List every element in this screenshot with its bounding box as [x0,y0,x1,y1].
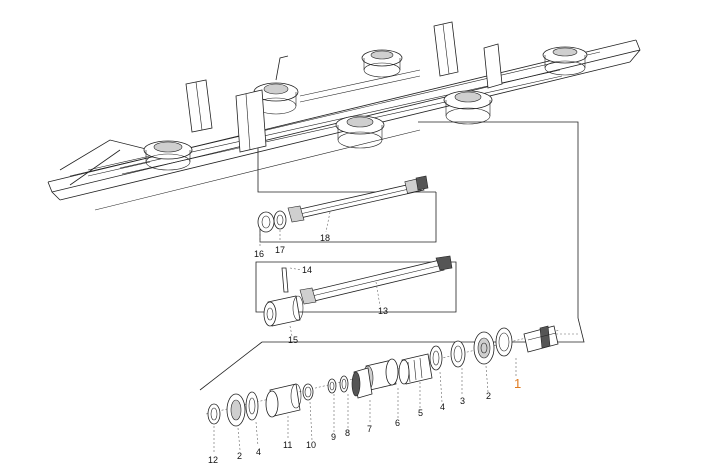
callout-5: 5 [418,408,423,418]
machine-frame-assembly [47,21,641,211]
callout-labels: 1 2 3 4 5 6 7 8 9 10 11 4 2 12 13 14 15 … [208,233,521,465]
part-4-washer-left [245,391,259,421]
callout-7: 7 [367,424,372,434]
callout-14: 14 [302,265,312,275]
part-8-snap-ring [339,375,349,393]
callout-9: 9 [331,432,336,442]
part-13-shaft [299,255,453,305]
part-2-bearing-right [473,331,495,365]
callout-1: 1 [514,376,521,391]
part-5-spline-sleeve [398,353,433,385]
callout-8: 8 [345,428,350,438]
part-18-shaft [287,175,429,223]
rotor-hub-3 [335,115,385,149]
callout-17: 17 [275,245,285,255]
callout-13: 13 [378,306,388,316]
callout-10: 10 [306,440,316,450]
frame-tower-center [433,21,459,77]
part-12-end-ring [207,403,221,425]
part-15-coupling [263,295,304,327]
callout-2-left: 2 [237,451,242,461]
rotor-hub-5 [443,90,493,125]
part-7-hub [351,367,373,399]
part-2-bearing-left [226,393,246,427]
drive-bracket [235,89,267,153]
rotor-hub-1 [143,140,193,171]
part-1-drive-end [523,325,559,353]
part-10-ring [302,383,314,401]
callout-15: 15 [288,335,298,345]
part-17-bushing [273,210,287,230]
shaft-group-upper [257,175,429,246]
part-11-housing [265,383,302,418]
frame-tower-left [185,79,213,133]
frame-tower-right [483,43,503,89]
callout-4-right: 4 [440,402,445,412]
part-16-ring [257,211,275,233]
callout-6: 6 [395,418,400,428]
callout-3: 3 [460,396,465,406]
callout-16: 16 [254,249,264,259]
part-2-ring-right [495,327,513,357]
part-4-washer-right [429,345,443,371]
exploded-bearing-row [205,325,561,454]
callout-12: 12 [208,455,218,465]
callout-4-left: 4 [256,447,261,457]
callout-11: 11 [283,440,292,450]
shaft-group-lower [263,255,453,337]
part-9-washer [327,378,337,394]
part-14-pin [281,267,289,293]
callout-frame-lines [199,121,585,391]
callout-18: 18 [320,233,330,243]
part-3-seal [450,340,466,368]
rotor-hub-4 [361,49,403,78]
rotor-hub-6 [542,46,588,76]
callout-2-right: 2 [486,391,491,401]
